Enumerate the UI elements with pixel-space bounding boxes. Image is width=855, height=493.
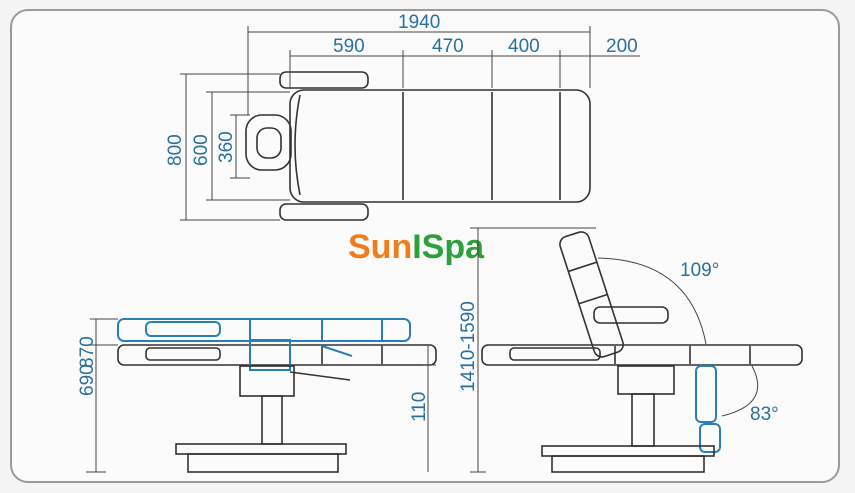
face-hole bbox=[256, 127, 282, 159]
dim-height-bottom: 690 bbox=[77, 364, 98, 396]
armrest-bottom bbox=[279, 203, 369, 221]
dim-width-outer: 800 bbox=[165, 134, 186, 166]
dim-width-inner: 600 bbox=[191, 134, 212, 166]
leg-rest-lowered bbox=[695, 365, 717, 423]
base-mattress bbox=[117, 344, 437, 366]
backrest-raised bbox=[559, 231, 625, 358]
base-armrest bbox=[145, 347, 221, 361]
back-angle: 109° bbox=[680, 260, 719, 281]
column-shaft bbox=[261, 395, 283, 445]
dim-height-top: 870 bbox=[77, 336, 98, 368]
lifted-armrest bbox=[145, 321, 221, 337]
dim-chair-height: 1410-1590 bbox=[458, 301, 479, 392]
dim-segment-4: 200 bbox=[606, 36, 638, 57]
head-curve bbox=[294, 94, 301, 196]
base-foot bbox=[187, 453, 339, 473]
chair-base-plate bbox=[541, 445, 715, 457]
leg-angle-arc bbox=[721, 365, 759, 417]
dim-segment-1: 590 bbox=[333, 36, 365, 57]
back-angle-arc bbox=[597, 257, 707, 345]
dim-segment-2: 470 bbox=[432, 36, 464, 57]
chair-armrest bbox=[593, 306, 669, 324]
base-plate bbox=[175, 443, 347, 455]
logo-text: SunISpa bbox=[348, 228, 485, 266]
chair-seat-pad bbox=[509, 347, 601, 361]
head-rest bbox=[245, 114, 292, 171]
chair-column-top bbox=[617, 365, 675, 395]
foot-rest-lowered bbox=[699, 423, 721, 453]
diagram-frame bbox=[10, 9, 840, 483]
chair-column-shaft bbox=[631, 393, 655, 447]
leg-angle: 83° bbox=[750, 404, 779, 425]
chair-base-foot bbox=[551, 455, 705, 473]
dim-lift: 110 bbox=[409, 392, 430, 422]
bed-outline-top bbox=[289, 89, 591, 203]
chair-seat bbox=[481, 344, 803, 366]
dim-total-length: 1940 bbox=[398, 12, 440, 33]
dim-face-hole: 360 bbox=[216, 131, 237, 163]
brand-logo: SunISpa bbox=[348, 228, 485, 266]
lift-block bbox=[249, 339, 291, 371]
armrest-top bbox=[279, 71, 369, 89]
dim-segment-3: 400 bbox=[508, 36, 540, 57]
top-view: 1940 590 470 400 200 800 600 360 bbox=[165, 12, 640, 221]
chair-view: 1410-1590 109° 83° bbox=[458, 227, 803, 473]
side-view: 870 690 110 bbox=[77, 318, 437, 473]
